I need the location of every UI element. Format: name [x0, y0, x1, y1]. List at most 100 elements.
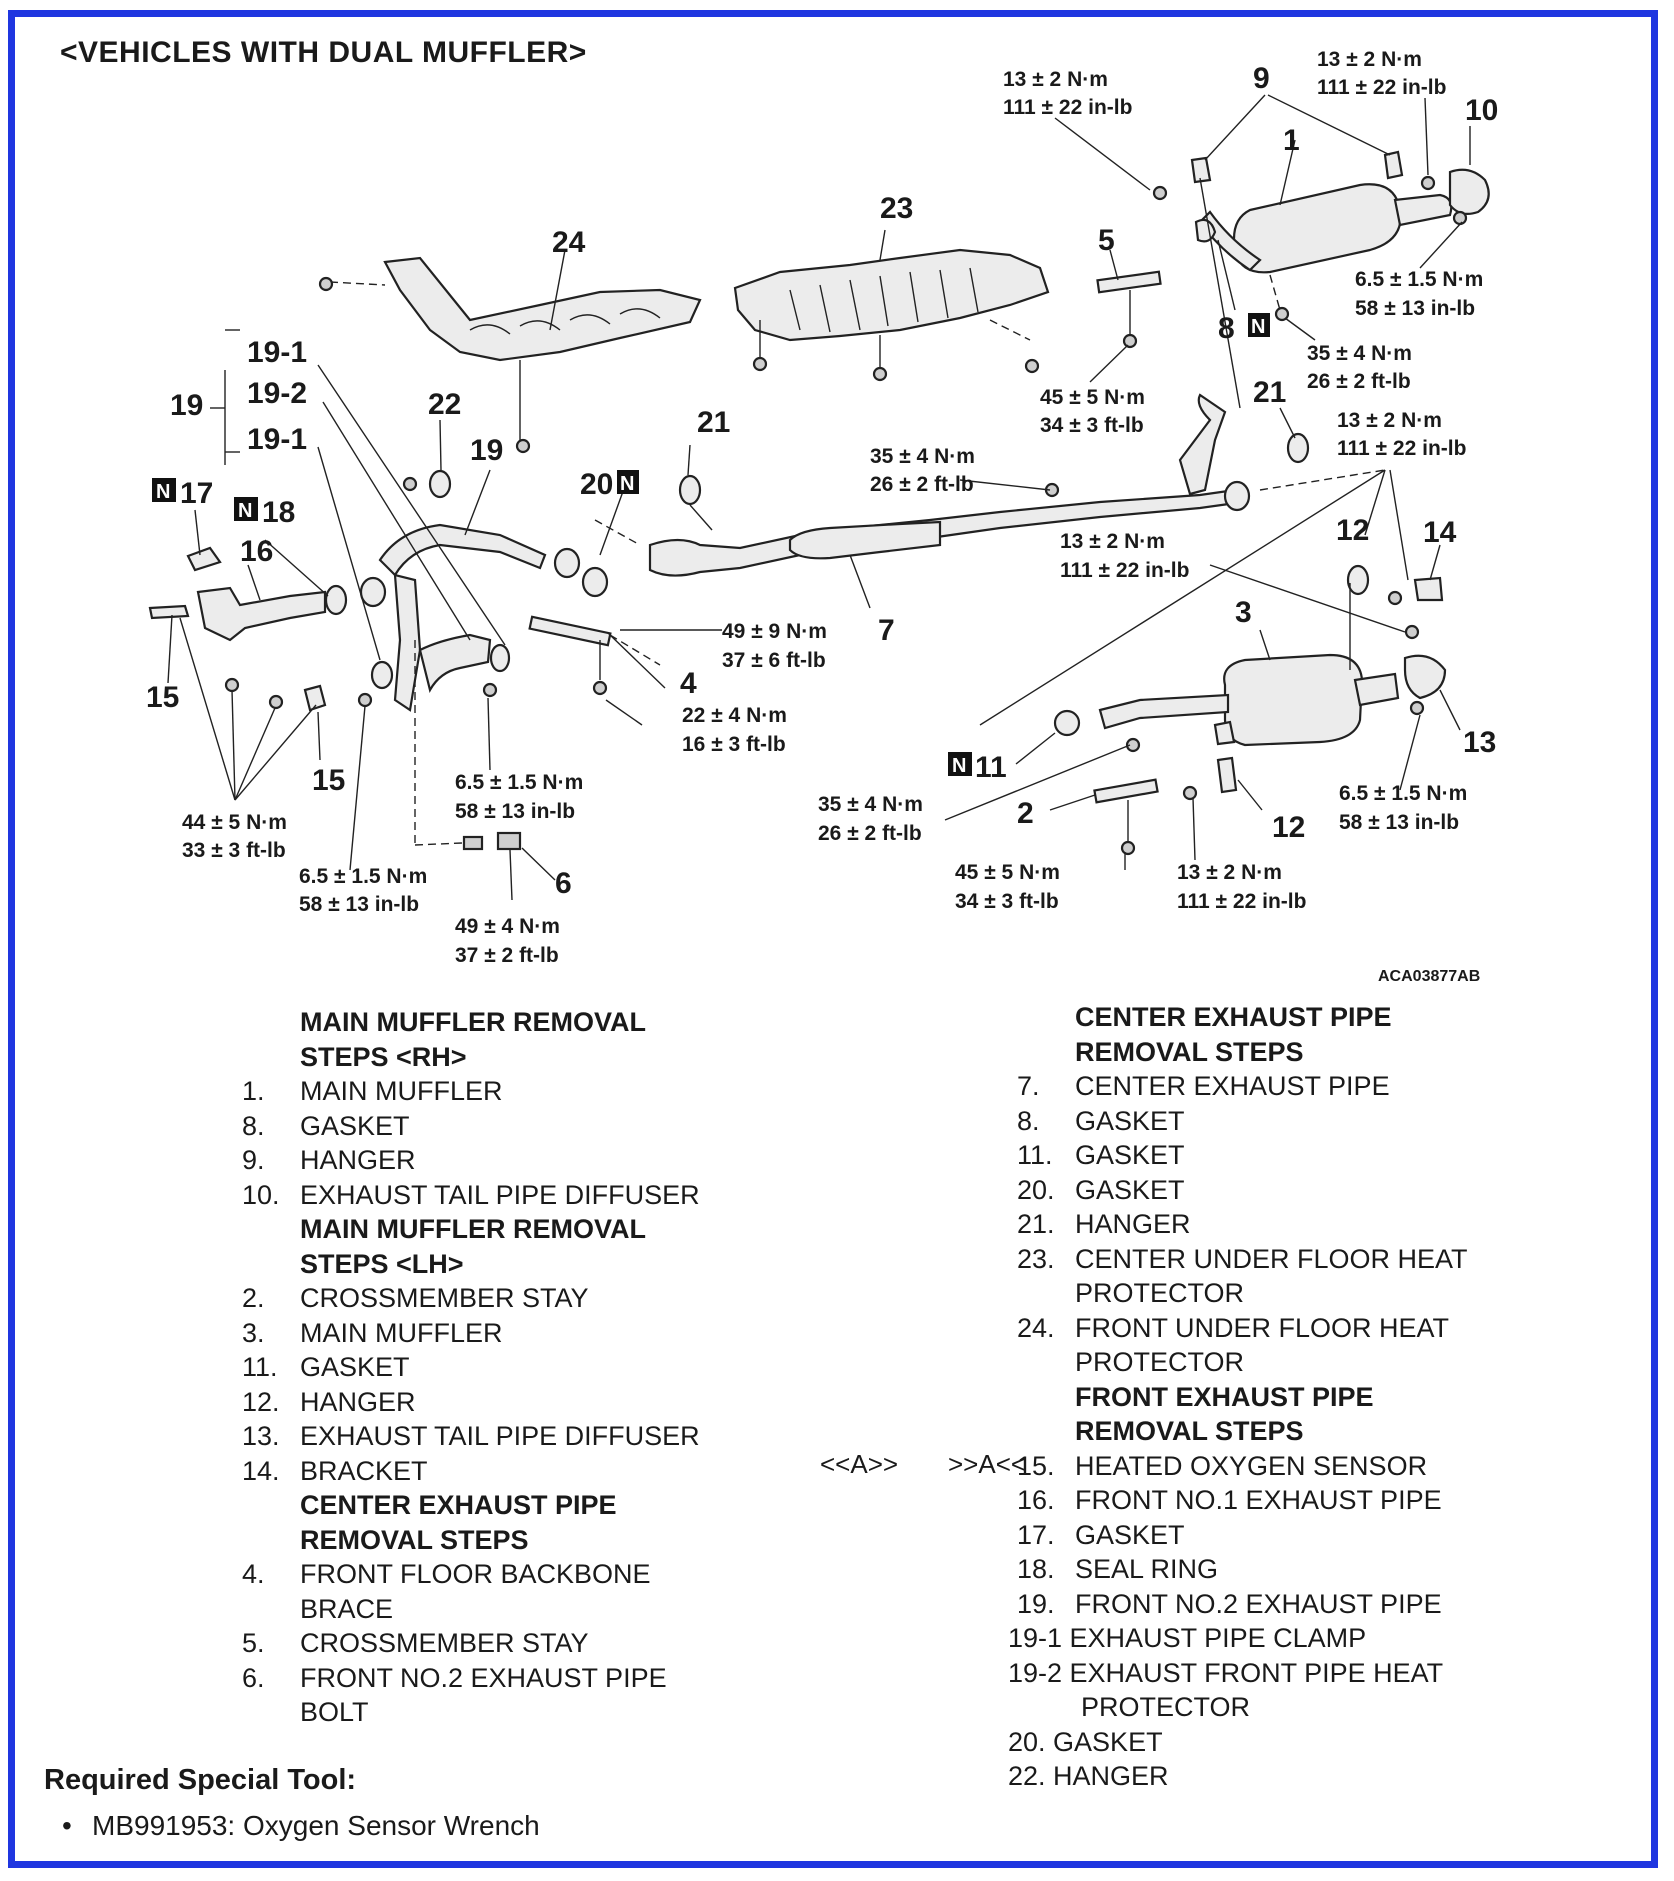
step-item: 11. GASKET	[1017, 1138, 1635, 1173]
torque-imperial: 111 ± 22 in-lb	[1337, 437, 1466, 460]
part-label: 23	[880, 192, 913, 225]
step-number: 11.	[1017, 1140, 1053, 1170]
part-label: 16	[240, 535, 273, 568]
torque-specs: 13 ± 2 N·m 111 ± 22 in-lb 13 ± 2 N·m 111…	[182, 48, 1483, 967]
part-label: 19	[170, 389, 203, 422]
group-title: FRONT EXHAUST PIPE	[1075, 1381, 1374, 1412]
step-item: 16.FRONT NO.1 EXHAUST PIPE	[1017, 1483, 1635, 1518]
special-tool-text: MB991953: Oxygen Sensor Wrench	[92, 1810, 540, 1841]
part-label: 12	[1336, 514, 1369, 547]
part-label: 22	[428, 388, 461, 421]
new-part-marker: N	[620, 473, 634, 495]
step-text: GASKET	[1075, 1174, 1185, 1205]
right-steps-column: CENTER EXHAUST PIPE REMOVAL STEPS 7.CENT…	[1008, 1000, 1635, 1794]
torque-imperial: 111 ± 22 in-lb	[1003, 96, 1132, 119]
center-exhaust-pipe	[594, 393, 1251, 577]
torque-nm: 6.5 ± 1.5 N·m	[299, 865, 427, 888]
step-item: 18.SEAL RING	[1017, 1552, 1635, 1587]
torque-nm: 35 ± 4 N·m	[1307, 342, 1412, 365]
step-text: CENTER EXHAUST PIPE	[1075, 1071, 1390, 1101]
step-item: 11.GASKET	[242, 1350, 820, 1385]
torque-nm: 45 ± 5 N·m	[955, 861, 1060, 884]
step-text: HANGER	[300, 1386, 416, 1417]
step-text: HANGER	[1075, 1209, 1191, 1239]
step-item: 8.GASKET	[242, 1109, 820, 1144]
step-number: 15.	[1017, 1450, 1055, 1481]
step-number: 24.	[1017, 1312, 1055, 1343]
part-label: 19-2	[247, 377, 307, 410]
group-title: STEPS <RH>	[300, 1041, 467, 1072]
group-title: CENTER EXHAUST PIPE	[300, 1490, 617, 1520]
step-number: 18.	[1017, 1554, 1055, 1584]
step-item: 17.GASKET	[1017, 1518, 1635, 1553]
torque-imperial: 34 ± 3 ft-lb	[1040, 414, 1144, 437]
torque-imperial: 58 ± 13 in-lb	[299, 893, 419, 916]
step-number: 7.	[1017, 1071, 1040, 1101]
step-text: FRONT NO.2 EXHAUST PIPE	[1075, 1588, 1442, 1619]
exhaust-diagram: 1 2 3 4 5 6 7 8 9 10 11 12 12 13 14 15 1…	[146, 48, 1498, 985]
hangers	[402, 432, 1310, 506]
step-item: 21.HANGER	[1017, 1207, 1635, 1242]
step-item: 6.FRONT NO.2 EXHAUST PIPE	[242, 1661, 820, 1696]
part-label: 15	[146, 681, 179, 714]
part-label: 10	[1465, 94, 1498, 127]
reference-mark-removal: <<A>>	[820, 1449, 899, 1479]
step-item: 8.GASKET	[1017, 1104, 1635, 1139]
step-number: 12.	[242, 1386, 280, 1417]
part-label: 20	[580, 468, 613, 501]
new-part-marker: N	[156, 481, 170, 503]
bolt-6	[462, 831, 522, 851]
step-text: CROSSMEMBER STAY	[300, 1628, 589, 1658]
figure-code: ACA03877AB	[1378, 968, 1480, 985]
part-label: 4	[680, 667, 697, 700]
step-text: GASKET	[1075, 1140, 1185, 1170]
part-label: 5	[1098, 224, 1115, 257]
step-item: 14.BRACKET	[242, 1454, 820, 1489]
step-item: 23.CENTER UNDER FLOOR HEAT	[1017, 1242, 1635, 1277]
torque-nm: 13 ± 2 N·m	[1060, 530, 1165, 553]
part-label: 19-1	[247, 336, 307, 369]
front-no1-exhaust-pipe	[148, 546, 348, 712]
torque-imperial: 33 ± 3 ft-lb	[182, 839, 286, 862]
new-part-marker: N	[1251, 316, 1265, 338]
step-item: 15.HEATED OXYGEN SENSOR	[1017, 1449, 1635, 1484]
step-number: 6.	[242, 1662, 265, 1693]
bullet: •	[62, 1810, 72, 1841]
step-item: 24.FRONT UNDER FLOOR HEAT	[1017, 1311, 1635, 1346]
crossmember-stay-2	[1093, 778, 1159, 856]
torque-imperial: 58 ± 13 in-lb	[455, 800, 575, 823]
torque-imperial: 34 ± 3 ft-lb	[955, 890, 1059, 913]
torque-imperial: 58 ± 13 in-lb	[1355, 297, 1475, 320]
step-number: 14.	[242, 1455, 280, 1486]
torque-imperial: 58 ± 13 in-lb	[1339, 811, 1459, 834]
step-text: CENTER UNDER FLOOR HEAT	[1075, 1243, 1468, 1274]
torque-imperial: 111 ± 22 in-lb	[1317, 76, 1446, 99]
step-number: 9.	[242, 1145, 265, 1175]
part-label: 19	[470, 434, 503, 467]
torque-imperial: 111 ± 22 in-lb	[1177, 890, 1306, 913]
sub-step: 19-1 EXHAUST PIPE CLAMP	[1008, 1623, 1367, 1653]
gasket-20	[553, 547, 609, 598]
left-steps-column: MAIN MUFFLER REMOVAL STEPS <RH> 1.MAIN M…	[242, 1005, 820, 1730]
step-number: 13.	[242, 1421, 280, 1451]
special-tool-title: Required Special Tool:	[44, 1764, 357, 1796]
step-continuation: PROTECTOR	[1075, 1278, 1245, 1308]
part-label: 2	[1017, 797, 1034, 830]
step-number: 17.	[1017, 1519, 1055, 1550]
step-text: FRONT NO.1 EXHAUST PIPE	[1075, 1485, 1442, 1515]
step-text: FRONT FLOOR BACKBONE	[300, 1559, 651, 1589]
torque-nm: 35 ± 4 N·m	[870, 445, 975, 468]
torque-nm: 49 ± 4 N·m	[455, 915, 560, 938]
torque-nm: 49 ± 9 N·m	[722, 620, 827, 643]
part-label: 24	[552, 226, 586, 259]
step-item: 2.CROSSMEMBER STAY	[242, 1281, 820, 1316]
group-title: STEPS <LH>	[300, 1248, 464, 1279]
part-label: 3	[1235, 596, 1252, 629]
step-item: 13.EXHAUST TAIL PIPE DIFFUSER	[242, 1419, 820, 1454]
step-number: 4.	[242, 1559, 265, 1589]
torque-imperial: 16 ± 3 ft-lb	[682, 733, 786, 756]
step-continuation: BRACE	[300, 1593, 394, 1624]
torque-nm: 22 ± 4 N·m	[682, 704, 787, 727]
step-text: GASKET	[1075, 1105, 1185, 1136]
main-muffler-lh	[1053, 653, 1447, 801]
